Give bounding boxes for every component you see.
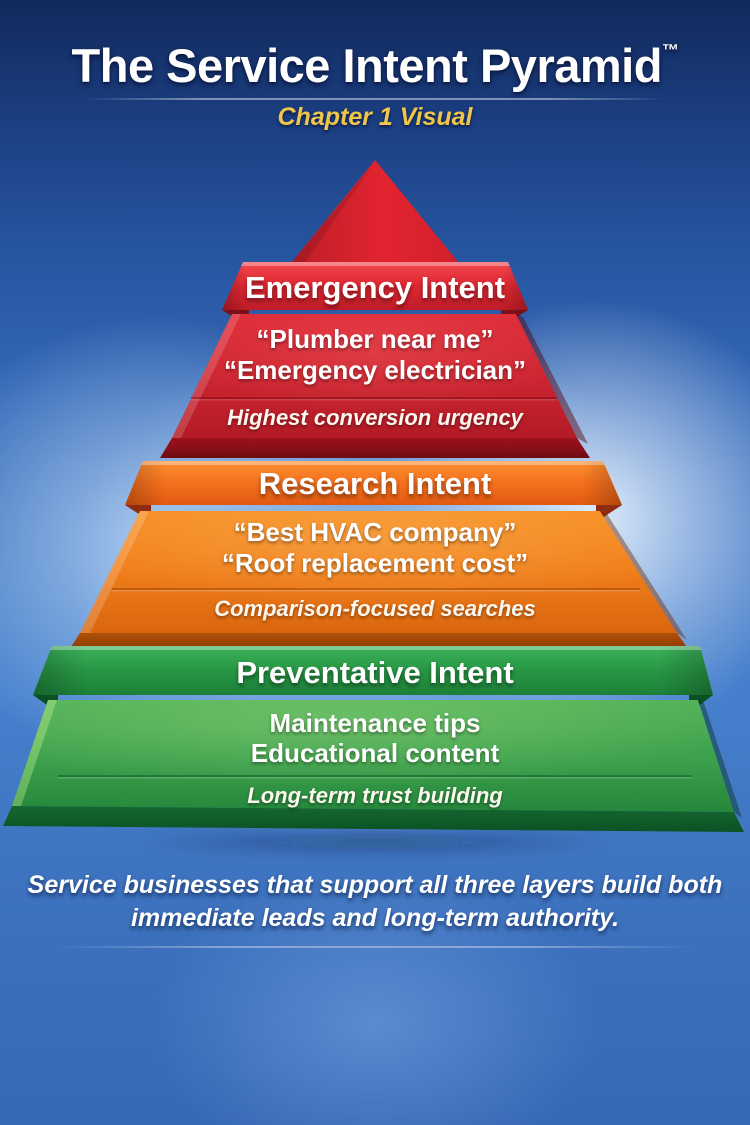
research-example-2: “Roof replacement cost” [221,548,529,578]
research-example-1: “Best HVAC company” [233,517,517,547]
preventative-example-2: Educational content [250,738,500,768]
banner-preventative [33,646,713,695]
emergency-example-1: “Plumber near me” [256,324,494,354]
layer-emergency-shape [160,160,590,458]
preventative-heading: Preventative Intent [236,655,514,690]
page-title: The Service Intent Pyramid™ [0,40,750,92]
title-divider [85,98,665,100]
preventative-tagline: Long-term trust building [247,783,503,808]
research-heading: Research Intent [258,466,492,501]
banner-emergency [222,262,528,310]
footer-divider [55,946,695,948]
layer-preventative-shape [3,646,744,832]
pyramid-ground-shadow [17,827,733,857]
layer-research-shape [69,461,689,650]
research-tagline: Comparison-focused searches [214,596,536,621]
emergency-example-2: “Emergency electrician” [223,355,527,385]
trademark-symbol: ™ [661,41,679,60]
emergency-tagline: Highest conversion urgency [227,405,523,430]
subtitle: Chapter 1 Visual [277,103,473,131]
preventative-example-1: Maintenance tips [269,708,481,738]
banner-research [125,461,622,505]
emergency-heading: Emergency Intent [244,270,506,305]
page-title-text: The Service Intent Pyramid [71,39,663,92]
footer-line-2: immediate leads and long-term authority. [130,904,620,932]
footer-line-1: Service businesses that support all thre… [27,871,723,899]
